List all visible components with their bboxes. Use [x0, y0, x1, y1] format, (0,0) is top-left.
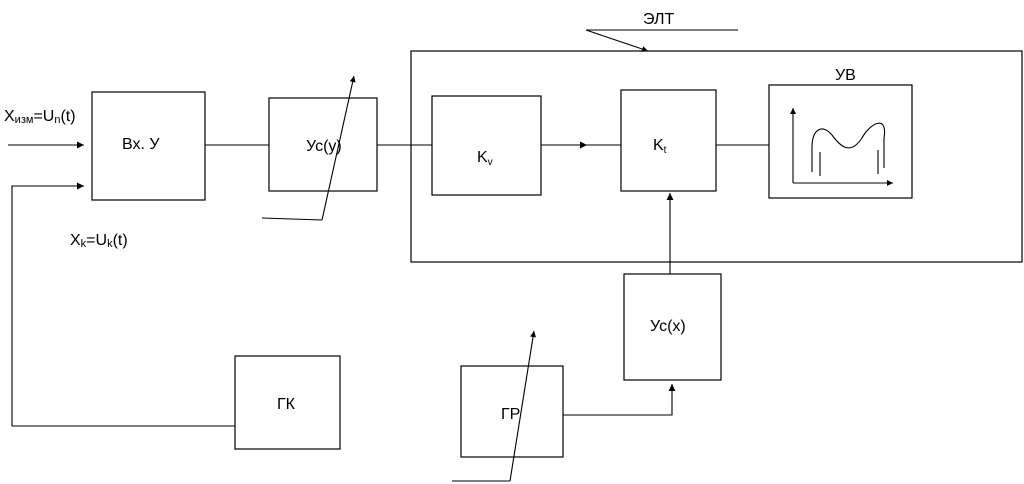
- amp-y-adjust-tail: [261, 217, 323, 221]
- amp-x-label: Ус(х): [650, 318, 686, 335]
- input-unit-label: Вх. У: [122, 136, 160, 153]
- screen-trace: [811, 122, 886, 172]
- cal-generator-label: ГК: [277, 396, 296, 413]
- measured-signal-label: Xизм=Un(t): [4, 108, 76, 126]
- display-unit-label: УВ: [835, 67, 856, 84]
- kv-block: Kv: [431, 95, 542, 196]
- amp-y-block: Ус(у): [268, 97, 378, 192]
- kv-label: Kv: [477, 149, 493, 168]
- amp-y-label: Ус(у): [306, 138, 342, 155]
- input-unit-block: Вх. У: [91, 91, 206, 201]
- cal-generator-block: ГК: [234, 355, 341, 450]
- amp-y-adjust-arrow: [321, 75, 356, 221]
- crt-enclosure: [410, 50, 1023, 263]
- sweep-to-amp-x-wire: [563, 384, 676, 416]
- sweep-generator-label: ГР: [501, 406, 520, 423]
- kt-label: Kt: [653, 137, 667, 156]
- calibration-feedback-wire: [11, 182, 235, 427]
- calibration-signal-label: Xk=Uk(t): [70, 232, 128, 250]
- sweep-generator-block: ГР: [460, 365, 564, 458]
- amp-x-block: Ус(х): [623, 273, 722, 381]
- crt-label: ЭЛТ: [643, 11, 674, 28]
- display-unit-block: УВ: [768, 67, 913, 199]
- sweep-adjust-arrow: [509, 330, 537, 482]
- crt-label-leader: [585, 29, 649, 52]
- kt-block: Kt: [620, 89, 717, 192]
